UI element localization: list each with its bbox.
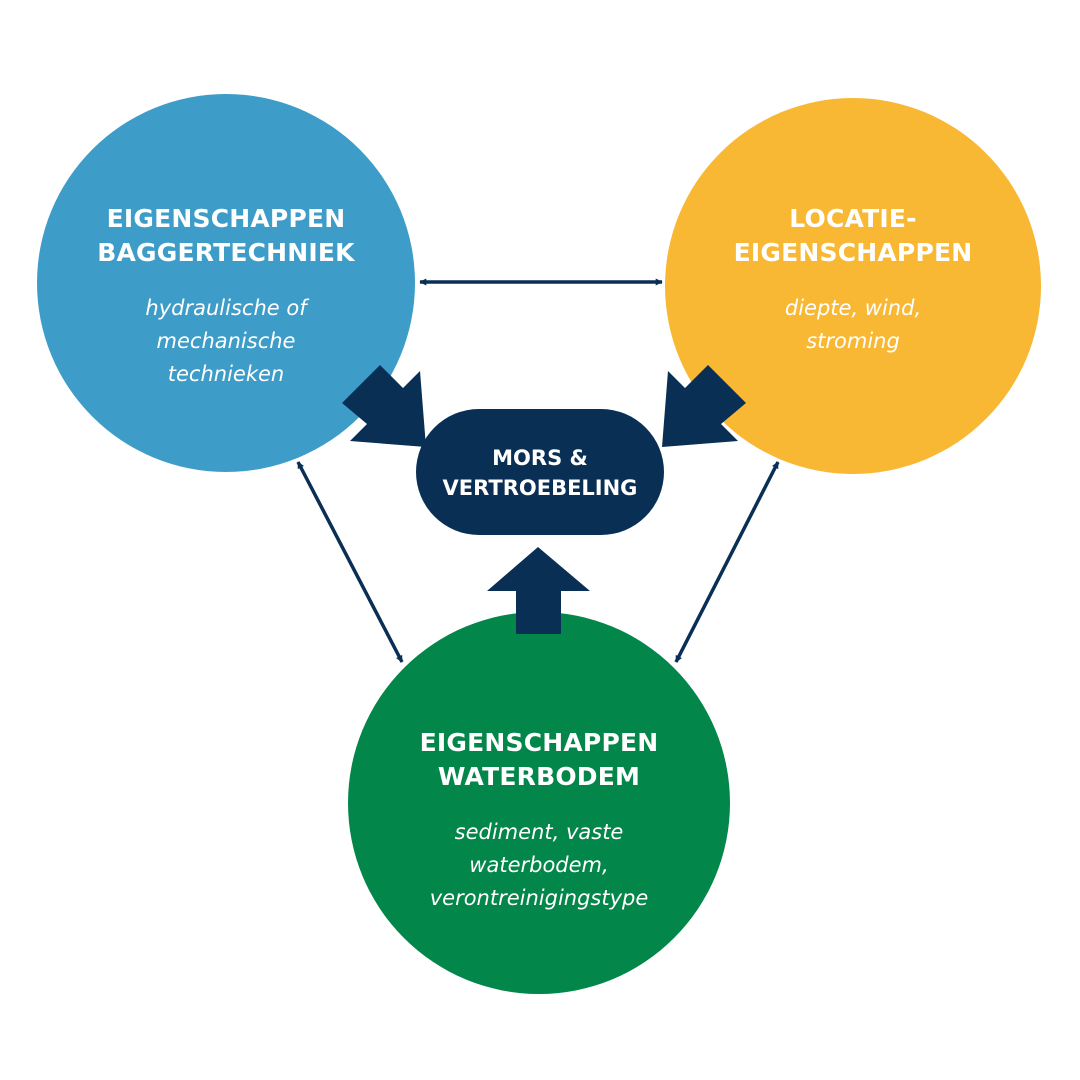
double-arrow-blue-green (296, 461, 404, 663)
node-title: EIGENSCHAPPEN WATERBODEM (419, 728, 659, 791)
node-title: EIGENSCHAPPEN BAGGERTECHNIEK (97, 204, 355, 267)
node-eigenschappen-baggertechniek: EIGENSCHAPPEN BAGGERTECHNIEK hydraulisch… (37, 94, 415, 472)
node-subtitle: diepte, wind, stroming (784, 296, 922, 353)
block-arrow-yellow-to-center (662, 365, 746, 447)
block-arrow-green-to-center (487, 547, 590, 634)
node-eigenschappen-waterbodem: EIGENSCHAPPEN WATERBODEM sediment, vaste… (348, 612, 730, 994)
block-arrow-blue-to-center (342, 365, 426, 447)
node-title: LOCATIE- EIGENSCHAPPEN (733, 204, 973, 267)
double-arrow-yellow-green (674, 461, 780, 663)
node-title: MORS & VERTROEBELING (442, 446, 638, 500)
node-subtitle: sediment, vaste waterbodem, verontreinig… (429, 820, 649, 910)
node-subtitle: hydraulische of mechanische technieken (145, 296, 307, 386)
node-mors-vertroebeling: MORS & VERTROEBELING (416, 409, 664, 535)
